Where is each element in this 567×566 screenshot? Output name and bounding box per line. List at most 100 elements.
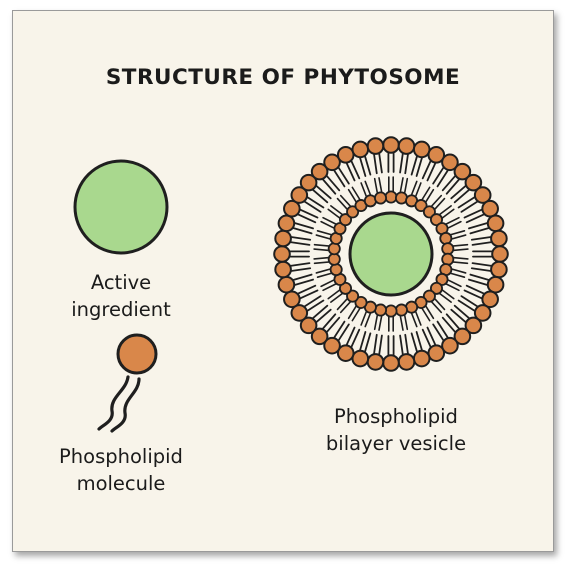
inner-tail (360, 310, 368, 326)
outer-head (290, 186, 309, 204)
outer-tail (324, 316, 341, 335)
inner-tail (322, 282, 338, 292)
outer-tail (304, 299, 325, 313)
inner-tail (414, 310, 422, 326)
outer-head (366, 137, 385, 155)
inner-head (429, 281, 443, 295)
inner-head (384, 190, 398, 204)
outer-tail (287, 241, 311, 246)
outer-head (290, 304, 309, 322)
inner-head (327, 242, 341, 256)
inner-tail (403, 313, 409, 331)
outer-tail (436, 167, 450, 188)
inner-head (439, 231, 453, 245)
inner-tail (438, 205, 452, 216)
outer-tail (313, 183, 332, 200)
inner-leaflet-tails (313, 176, 469, 332)
active-ingredient-label: Active ingredient (71, 271, 171, 321)
inner-tail (420, 186, 431, 201)
outer-head (473, 304, 492, 322)
diagram-title: STRUCTURE OF PHYTOSOME (105, 65, 461, 90)
inner-tail (373, 313, 379, 331)
outer-head (277, 214, 296, 233)
outer-head (491, 245, 509, 263)
outer-head (490, 260, 508, 279)
outer-head (283, 199, 301, 218)
outer-head (397, 353, 416, 371)
outer-tail (426, 326, 438, 348)
outer-tail (295, 284, 317, 296)
outer-leaflet-heads (273, 136, 509, 372)
outer-tail (421, 328, 433, 350)
inner-head (339, 213, 353, 227)
outer-tail (441, 173, 458, 192)
outer-tail (288, 235, 312, 241)
inner-tail (316, 230, 333, 236)
inner-tail (403, 177, 409, 195)
outer-tail (457, 299, 478, 313)
outer-head (336, 344, 355, 362)
inner-head (329, 263, 343, 277)
inner-tail (399, 177, 404, 194)
phospholipid-molecule-label: Phospholipid molecule (59, 445, 183, 495)
outer-leaflet-tails (287, 150, 495, 358)
outer-head (274, 229, 292, 248)
outer-tail (432, 165, 446, 185)
inner-tail (424, 188, 435, 204)
outer-head (310, 162, 329, 181)
inner-tail (330, 205, 344, 216)
outer-tail (358, 155, 367, 177)
diagram-card: STRUCTURE OF PHYTOSOME Active ingredient… (12, 10, 554, 552)
outer-head (277, 275, 296, 294)
outer-tail (336, 165, 350, 185)
phospholipid-tail-2 (110, 377, 141, 433)
outer-tail (453, 304, 472, 321)
inner-tail (315, 234, 332, 240)
outer-tail (324, 173, 341, 192)
outer-head (486, 214, 505, 233)
outer-tail (320, 313, 337, 332)
inner-tail (399, 314, 404, 331)
outer-head (453, 162, 472, 181)
inner-tail (450, 234, 467, 240)
inner-tail (430, 194, 443, 208)
inner-tail (316, 272, 333, 278)
outer-tail (363, 153, 372, 176)
outer-head (486, 275, 505, 294)
inner-tail (330, 292, 344, 303)
inner-tail (410, 180, 418, 197)
inner-tail (451, 261, 469, 265)
outer-head (323, 153, 341, 172)
inner-head (422, 205, 436, 219)
inner-tail (446, 278, 462, 288)
inner-tail (378, 314, 383, 331)
outer-tail (432, 323, 446, 343)
inner-tail (347, 304, 358, 320)
outer-tail (358, 331, 367, 353)
outer-tail (372, 333, 378, 357)
outer-tail (465, 284, 487, 296)
outer-tail (415, 331, 424, 353)
inner-tail (424, 304, 435, 320)
outer-tail (460, 199, 480, 213)
inner-tail (339, 194, 352, 208)
outer-tail (332, 320, 346, 341)
outer-head (336, 146, 355, 164)
outer-head (310, 327, 329, 346)
outer-tail (290, 273, 313, 282)
inner-head (384, 304, 398, 318)
outer-tail (463, 207, 485, 219)
outer-head (299, 316, 318, 335)
inner-tail (433, 297, 446, 311)
outer-head (464, 173, 483, 192)
outer-tail (404, 151, 410, 175)
outer-tail (290, 226, 313, 235)
outer-tail (313, 308, 332, 325)
inner-head (346, 205, 360, 219)
inner-tail (320, 278, 336, 288)
outer-head (382, 136, 400, 154)
inner-head (327, 252, 341, 266)
outer-tail (470, 267, 494, 273)
inner-tail (378, 177, 383, 194)
outer-head (351, 349, 370, 368)
